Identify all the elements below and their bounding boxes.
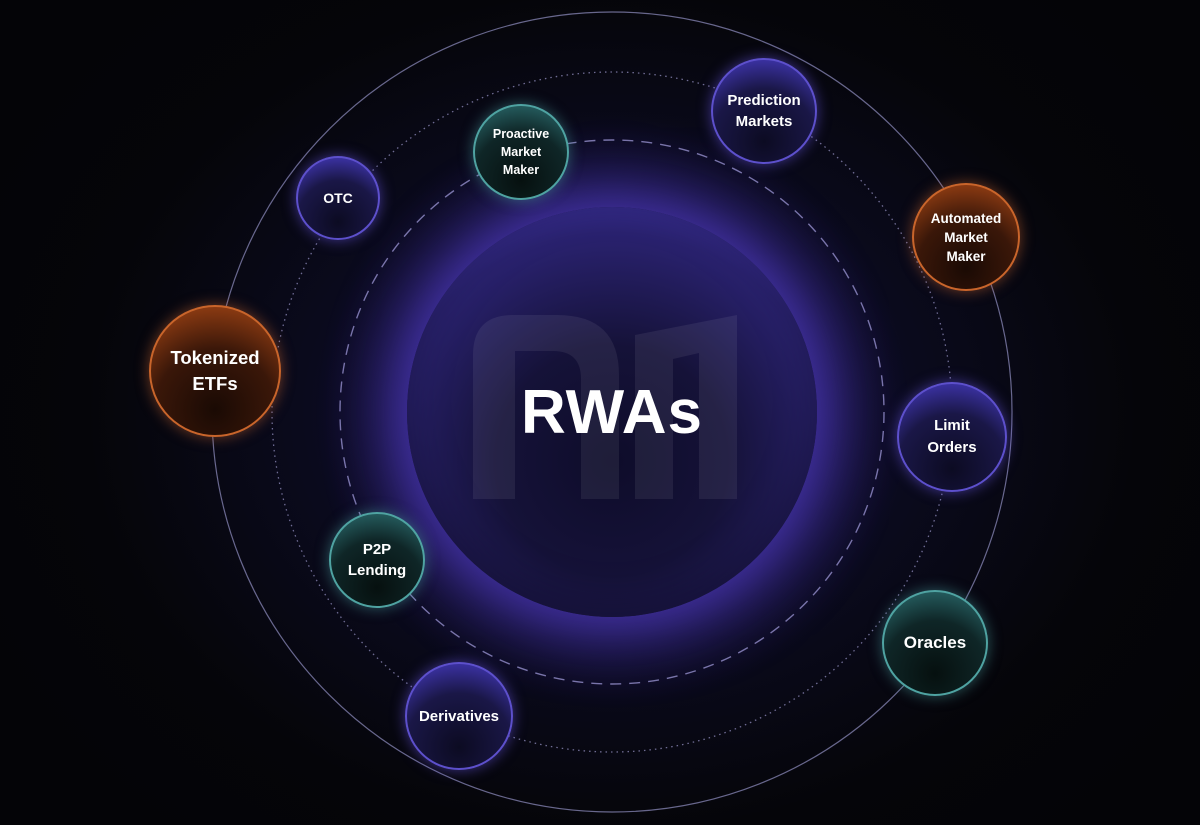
node-label: Proactive Market Maker bbox=[492, 127, 550, 177]
node-label: Tokenized ETFs bbox=[170, 347, 260, 394]
node-label: Oracles bbox=[903, 633, 967, 652]
node-label: Limit Orders bbox=[927, 417, 977, 456]
m-logo-icon bbox=[473, 315, 737, 499]
node-proactive-market-maker[interactable]: Proactive Market Maker bbox=[473, 104, 569, 200]
node-label: OTC bbox=[323, 190, 353, 206]
node-tokenized-etfs[interactable]: Tokenized ETFs bbox=[149, 305, 281, 437]
node-oracles[interactable]: Oracles bbox=[882, 590, 988, 696]
node-label: Automated Market Maker bbox=[930, 210, 1002, 264]
center-sphere: RWAs bbox=[407, 207, 817, 617]
node-label: Prediction Markets bbox=[727, 92, 801, 130]
node-p2p-lending[interactable]: P2P Lending bbox=[329, 512, 425, 608]
node-label: P2P Lending bbox=[347, 541, 407, 579]
node-label: Derivatives bbox=[418, 707, 500, 725]
node-derivatives[interactable]: Derivatives bbox=[405, 662, 513, 770]
node-limit-orders[interactable]: Limit Orders bbox=[897, 382, 1007, 492]
node-prediction-markets[interactable]: Prediction Markets bbox=[711, 58, 817, 164]
node-automated-market-maker[interactable]: Automated Market Maker bbox=[912, 183, 1020, 291]
node-otc[interactable]: OTC bbox=[296, 156, 380, 240]
center-label: RWAs bbox=[520, 378, 703, 447]
